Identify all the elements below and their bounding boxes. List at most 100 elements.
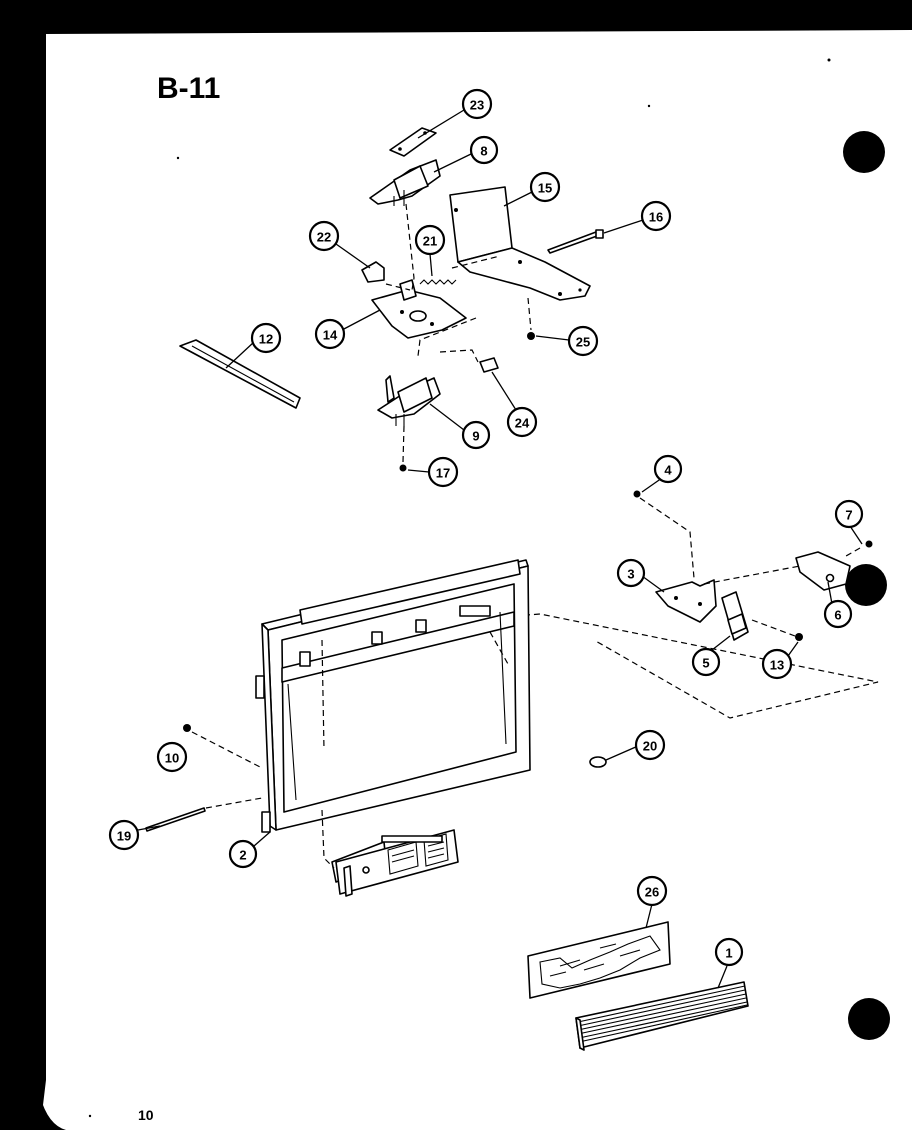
part-4-screw	[633, 490, 641, 498]
alignment-line	[703, 565, 801, 585]
svg-text:17: 17	[436, 466, 450, 481]
part-8-hinge-bracket-upper	[369, 159, 441, 206]
control-panel-plate	[331, 829, 459, 897]
part-21-spring	[419, 279, 457, 285]
leader-line	[225, 341, 255, 369]
leader-line	[641, 575, 665, 593]
leader-line	[603, 219, 644, 234]
alignment-line	[751, 619, 796, 637]
svg-text:26: 26	[645, 885, 659, 900]
callout-15: 15	[529, 171, 561, 203]
leader-line	[341, 309, 381, 331]
alignment-line	[489, 631, 509, 665]
callout-16: 16	[640, 200, 672, 232]
alignment-line	[405, 203, 415, 291]
part-7-screw	[865, 540, 873, 548]
leader-line	[849, 525, 863, 545]
callout-19: 19	[108, 819, 140, 851]
leader-line	[605, 745, 639, 761]
part-20-ring	[589, 756, 607, 768]
punch-hole-bottom	[848, 998, 890, 1040]
alignment-line	[639, 497, 695, 579]
svg-text:15: 15	[538, 181, 552, 196]
part-2-main-frame	[255, 559, 531, 833]
leader-line	[429, 253, 433, 277]
svg-text:25: 25	[576, 335, 590, 350]
svg-text:20: 20	[643, 739, 657, 754]
leader-line	[433, 153, 472, 173]
alignment-line	[527, 297, 532, 331]
alignment-line	[191, 731, 263, 769]
part-16-long-screw	[547, 229, 604, 254]
callout-25: 25	[567, 325, 599, 357]
callout-7: 7	[834, 499, 864, 529]
svg-text:22: 22	[317, 230, 331, 245]
callout-17: 17	[427, 456, 459, 488]
callout-21: 21	[414, 224, 446, 256]
part-1-front-grille	[575, 981, 749, 1051]
callout-20: 20	[634, 729, 666, 761]
svg-text:4: 4	[664, 463, 672, 478]
part-6-catch	[795, 551, 851, 591]
leader-line	[429, 403, 465, 431]
diagram-title: B-11	[157, 72, 220, 105]
part-3-bracket	[655, 579, 717, 623]
alignment-line	[439, 349, 479, 363]
callout-12: 12	[250, 322, 282, 354]
alignment-line	[513, 613, 879, 719]
leader-line	[503, 191, 533, 207]
svg-text:12: 12	[259, 332, 273, 347]
callout-26: 26	[636, 875, 668, 907]
callout-1: 1	[714, 937, 744, 967]
svg-text:3: 3	[627, 567, 634, 582]
alignment-line	[845, 547, 861, 557]
callout-22: 22	[308, 220, 340, 252]
callout-2: 2	[228, 839, 258, 869]
part-19-screw	[145, 807, 206, 832]
scan-speck	[176, 156, 180, 160]
callout-23: 23	[461, 88, 493, 120]
part-23-bracket-plate	[389, 127, 437, 157]
part-25-nut	[527, 332, 535, 340]
leader-line	[335, 243, 371, 269]
svg-text:23: 23	[470, 98, 484, 113]
leader-line	[253, 831, 271, 847]
callout-10: 10	[156, 741, 188, 773]
alignment-line	[385, 283, 411, 291]
svg-text:13: 13	[770, 658, 784, 673]
callout-14: 14	[314, 318, 346, 350]
svg-text:9: 9	[472, 429, 479, 444]
scan-corner-artifact	[40, 1096, 66, 1130]
svg-text:24: 24	[515, 416, 530, 431]
leader-line	[717, 965, 728, 989]
part-13-nut	[795, 633, 803, 641]
scan-speck	[827, 58, 831, 62]
svg-text:7: 7	[845, 508, 852, 523]
svg-text:5: 5	[702, 656, 709, 671]
alignment-line	[451, 255, 501, 269]
punch-hole-middle	[845, 564, 887, 606]
scan-speck	[88, 1114, 92, 1118]
leader-line	[417, 109, 465, 139]
leader-line	[711, 635, 731, 651]
punch-hole-top	[843, 131, 885, 173]
leader-line	[535, 335, 570, 341]
alignment-line	[417, 317, 477, 357]
svg-text:21: 21	[423, 234, 437, 249]
leader-line	[827, 581, 833, 605]
svg-text:16: 16	[649, 210, 663, 225]
callout-3: 3	[616, 558, 646, 588]
leader-line	[787, 641, 799, 657]
leader-line	[137, 825, 161, 831]
leader-line	[641, 477, 663, 493]
svg-text:8: 8	[480, 144, 487, 159]
leader-line	[407, 469, 430, 473]
alignment-line	[402, 425, 405, 463]
part-12-slide-rail	[179, 339, 301, 409]
part-17-screw	[399, 464, 407, 472]
callout-13: 13	[761, 648, 793, 680]
callout-6: 6	[823, 599, 853, 629]
callout-5: 5	[691, 647, 721, 677]
part-5-latch	[721, 591, 749, 641]
